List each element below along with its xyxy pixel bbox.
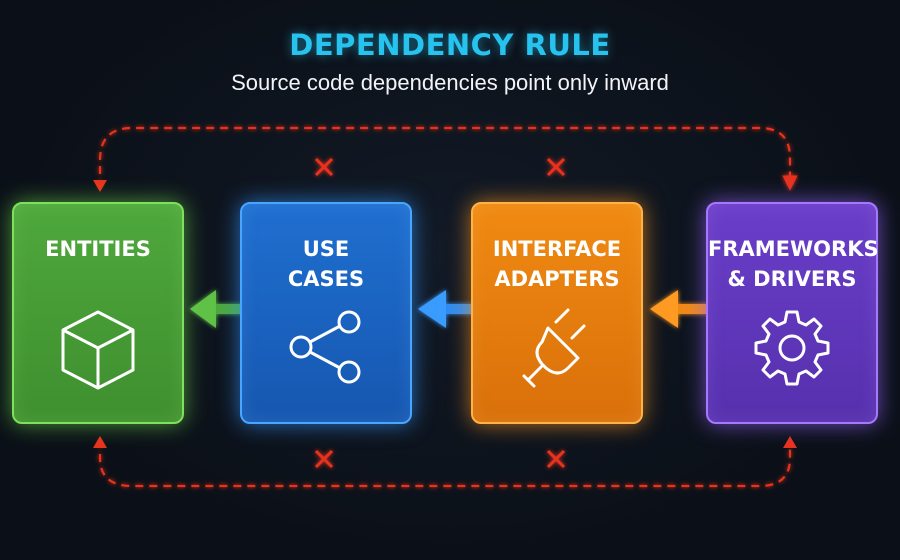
forbidden-path-bottom	[98, 440, 792, 488]
share-nodes-icon	[289, 310, 361, 384]
gear-icon	[754, 310, 830, 386]
layer-entities: ENTITIES	[12, 202, 184, 424]
arrow-frameworks-to-adapters	[650, 290, 708, 328]
diagram-subtitle: Source code dependencies point only inwa…	[231, 70, 669, 95]
layer-use-cases: USE CASES	[240, 202, 412, 424]
cross-marker-bottom-right	[546, 449, 566, 469]
forbidden-path-bottom-arrow-left	[93, 436, 107, 448]
diagram-title: DEPENDENCY RULE	[289, 28, 611, 62]
layer-label: FRAMEWORKS & DRIVERS	[708, 237, 879, 291]
arrow-adapters-to-usecases	[418, 290, 473, 328]
cross-marker-top-left	[314, 157, 334, 177]
layer-label: ENTITIES	[45, 237, 151, 261]
forbidden-path-top-start-arrow	[93, 180, 107, 192]
cube-icon	[61, 310, 135, 390]
plug-icon	[522, 308, 586, 388]
arrow-usecases-to-entities	[190, 290, 242, 328]
cross-marker-bottom-left	[314, 449, 334, 469]
forbidden-path-top	[98, 126, 798, 191]
layer-label: INTERFACE ADAPTERS	[492, 237, 622, 291]
layer-label: USE CASES	[287, 237, 365, 291]
layer-interface-adapters: INTERFACE ADAPTERS	[471, 202, 643, 424]
forbidden-path-bottom-arrow-right	[783, 436, 797, 448]
cross-marker-top-right	[546, 157, 566, 177]
layer-frameworks-drivers: FRAMEWORKS & DRIVERS	[706, 202, 879, 424]
